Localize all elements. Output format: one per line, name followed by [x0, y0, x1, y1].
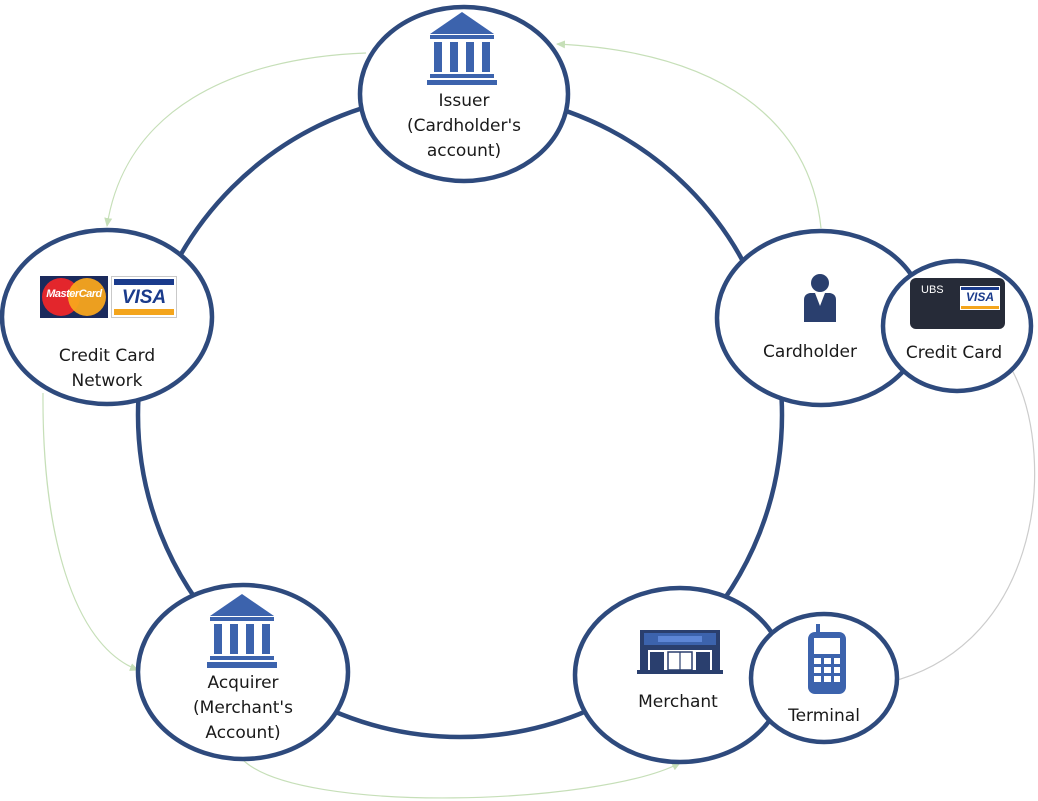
card-visa-gold-band: [961, 306, 999, 309]
credit-card-graphic: UBS VISA: [910, 278, 1005, 329]
acquirer-label-line: (Merchant's: [193, 698, 293, 718]
visa-wordmark: VISA: [121, 287, 167, 308]
credit-card-label-line: Credit Card: [905, 343, 1003, 363]
mastercard-yellow-circle: [68, 278, 106, 316]
credit-card-label: Credit Card: [894, 341, 1014, 366]
card-visa-badge: VISA: [960, 286, 1000, 310]
acquirer-label-line: Acquirer: [207, 673, 279, 693]
merchant-label-line: Merchant: [638, 692, 718, 712]
issuer-label-line: Issuer: [438, 91, 490, 111]
card-bank-name: UBS: [921, 284, 944, 296]
network-label-line: Credit Card: [58, 346, 156, 366]
storefront-icon: [637, 630, 723, 674]
issuer-label-line: account): [426, 141, 502, 161]
bank-icon: [207, 594, 277, 668]
terminal-label: Terminal: [774, 704, 874, 729]
issuer-label-line: (Cardholder's: [406, 116, 522, 136]
node-acquirer: [135, 582, 351, 762]
terminal-label-line: Terminal: [788, 706, 860, 726]
merchant-label: Merchant: [618, 690, 738, 715]
arrow-issuer-to-network: [104, 52, 367, 227]
issuer-label: Issuer (Cardholder's account): [384, 89, 544, 164]
person-icon: [804, 274, 836, 322]
mastercard-wordmark: MasterCard: [46, 288, 102, 300]
card-visa-blue-band: [961, 287, 999, 290]
network-label: Credit Card Network: [27, 344, 187, 394]
arrow-card-to-terminal: [869, 369, 1036, 689]
arrow-acquirer-to-merchant: [242, 759, 681, 799]
visa-logo: VISA: [111, 276, 177, 318]
arrow-cardholder-to-issuer: [556, 40, 822, 229]
cardholder-label-line: Cardholder: [763, 342, 857, 362]
acquirer-label: Acquirer (Merchant's Account): [163, 671, 323, 746]
mobile-phone-icon: [808, 624, 846, 694]
card-visa-wordmark: VISA: [965, 290, 994, 304]
cardholder-label: Cardholder: [740, 340, 880, 365]
visa-gold-band: [114, 309, 174, 315]
arrow-network-to-acquirer: [42, 392, 139, 671]
acquirer-label-line: Account): [205, 723, 281, 743]
bank-icon: [427, 12, 497, 85]
mastercard-logo: MasterCard: [40, 276, 108, 318]
node-issuer: [357, 4, 571, 184]
network-label-line: Network: [71, 371, 143, 391]
visa-blue-band: [114, 279, 174, 285]
